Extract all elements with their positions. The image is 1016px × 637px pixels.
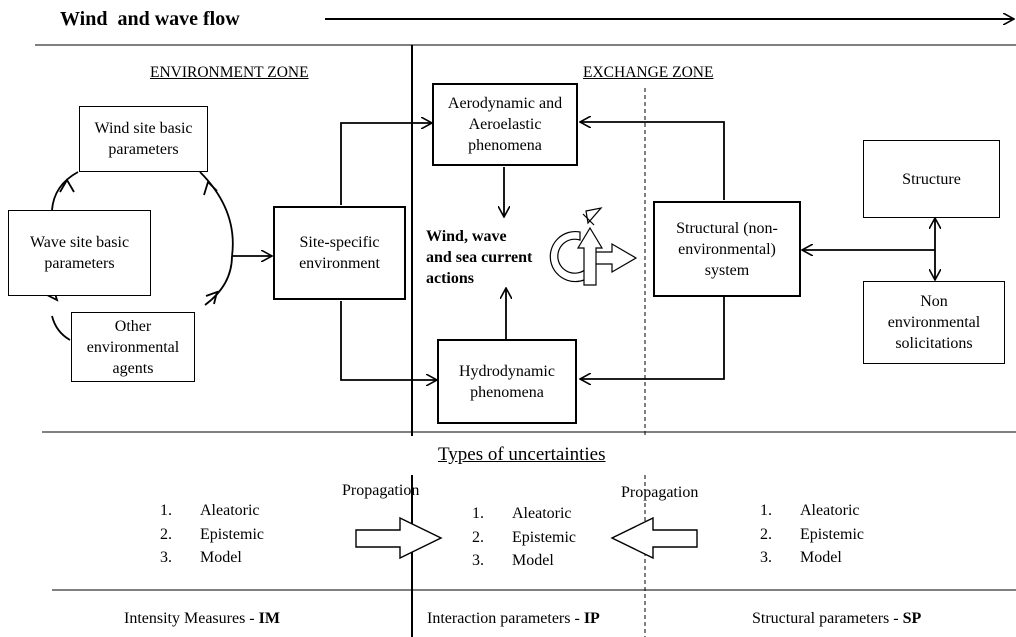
propagation-arrow-left	[610, 516, 698, 560]
uncertainty-list-structural: 1.Aleatoric 2.Epistemic 3.Model	[760, 499, 864, 570]
list-item: 1.Aleatoric	[160, 502, 260, 519]
intensity-measures-label: Intensity Measures - IM	[124, 610, 280, 627]
environment-cycle	[46, 171, 234, 341]
actions-label: Wind, wave and sea current actions	[426, 228, 533, 287]
other-agents-box: Other environmental agents	[71, 312, 195, 382]
list-item: 1.Aleatoric	[472, 505, 572, 522]
exchange-zone-label: EXCHANGE ZONE	[583, 64, 714, 81]
uncertainties-title: Types of uncertainties	[438, 444, 606, 465]
list-item: 2.Epistemic	[760, 525, 864, 543]
list-item: 2.Epistemic	[160, 525, 264, 543]
non-environmental-box: Non environmental solicitations	[863, 281, 1005, 364]
propagation-arrow-right	[355, 516, 443, 560]
list-item: 1.Aleatoric	[760, 502, 860, 519]
list-item: 2.Epistemic	[472, 528, 576, 546]
wind-wave-flow-title: Wind and wave flow	[60, 8, 240, 30]
wind-site-box: Wind site basic parameters	[79, 106, 208, 172]
propagation-label-right: Propagation	[621, 484, 699, 501]
connectors	[232, 122, 935, 380]
interaction-parameters-label: Interaction parameters - IP	[427, 610, 600, 627]
propagation-label-left: Propagation	[342, 482, 420, 499]
list-item: 3.Model	[760, 549, 842, 566]
uncertainty-list-exchange: 1.Aleatoric 2.Epistemic 3.Model	[472, 502, 576, 573]
wave-site-box: Wave site basic parameters	[8, 210, 151, 296]
hydro-box: Hydrodynamic phenomena	[437, 339, 577, 424]
structural-system-box: Structural (non- environmental) system	[653, 201, 801, 297]
environment-zone-label: ENVIRONMENT ZONE	[150, 64, 309, 81]
uncertainty-list-environment: 1.Aleatoric 2.Epistemic 3.Model	[160, 499, 264, 570]
site-specific-box: Site-specific environment	[273, 206, 406, 300]
list-item: 3.Model	[160, 549, 242, 566]
structural-parameters-label: Structural parameters - SP	[752, 610, 922, 627]
aero-box: Aerodynamic and Aeroelastic phenomena	[432, 83, 578, 166]
list-item: 3.Model	[472, 552, 554, 569]
interaction-cycle-icon	[549, 207, 638, 286]
structure-box: Structure	[863, 140, 1000, 218]
